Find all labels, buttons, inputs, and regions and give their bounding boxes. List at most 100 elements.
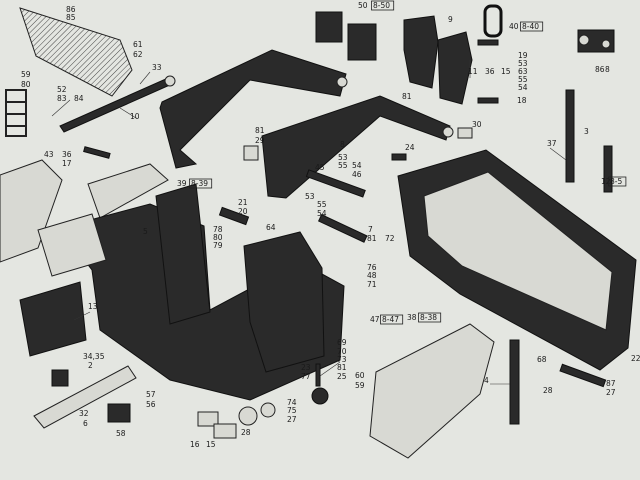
- cylinder-part-45: [305, 169, 366, 198]
- label-box: [608, 176, 627, 187]
- part-label-l70: 70: [337, 347, 347, 356]
- part-label-l48: 48: [367, 271, 377, 280]
- part-label-l60: 60: [355, 371, 365, 380]
- part-label-l24: 24: [405, 143, 415, 152]
- part-label-lb840: 8-40: [522, 22, 539, 31]
- part-label-l81a: 81: [402, 92, 412, 101]
- part-label-l4: 4: [484, 376, 489, 385]
- part-label-l81d: 81: [337, 363, 347, 372]
- chassis-tower-64: [243, 231, 325, 373]
- part-label-l54c: 54: [317, 209, 327, 218]
- washer-part-74: [260, 402, 276, 418]
- part-label-l83: 83: [57, 94, 67, 103]
- part-label-l3435: 34,35: [83, 352, 105, 361]
- part-label-l52: 52: [57, 85, 67, 94]
- part-label-l86: 86: [66, 5, 76, 14]
- pin-part-15: [477, 39, 499, 46]
- frame-pin-eye: [336, 76, 348, 88]
- pin-part-18: [477, 97, 499, 104]
- bolt-part-23: [315, 363, 321, 387]
- bushing-part-15b: [213, 423, 237, 439]
- part-label-lb839: 8-39: [191, 179, 208, 188]
- bushing-part-24: [391, 153, 407, 161]
- part-label-l2: 2: [88, 361, 93, 370]
- part-label-l6: 6: [83, 419, 88, 428]
- part-label-l20: 20: [238, 207, 248, 216]
- mount-part-34: [51, 369, 69, 387]
- part-label-l9: 9: [448, 15, 453, 24]
- lift-frame-upper: [159, 49, 347, 169]
- part-label-l76: 76: [367, 263, 377, 272]
- bracket-part-9: [403, 15, 439, 89]
- plate-part-6: [107, 403, 131, 423]
- part-label-l77: 77: [301, 372, 311, 381]
- pin-part-21: [218, 206, 250, 226]
- part-label-l64: 64: [266, 223, 276, 232]
- part-label-l15: 15: [501, 67, 511, 76]
- part-label-l81b: 81: [255, 126, 265, 135]
- cylinder-part-53: [317, 214, 368, 243]
- part-label-l8: 8: [340, 140, 345, 149]
- plate-part-38: [369, 323, 495, 459]
- part-label-l79: 79: [213, 241, 223, 250]
- part-label-l25: 25: [337, 372, 347, 381]
- frame-pin-eye-2: [442, 126, 454, 138]
- pin-part-36: [83, 146, 111, 159]
- part-label-l68: 68: [537, 355, 547, 364]
- part-label-l59: 59: [21, 70, 31, 79]
- part-label-l55a: 55: [518, 75, 528, 84]
- part-label-l58: 58: [116, 429, 126, 438]
- part-label-l11: 11: [468, 67, 478, 76]
- part-label-l56: 56: [146, 400, 156, 409]
- part-label-l87: 87: [606, 379, 616, 388]
- hydraulic-valve-assembly: [577, 29, 615, 53]
- part-label-l32: 32: [79, 409, 89, 418]
- part-label-l40: 40: [509, 22, 519, 31]
- part-label-l54b: 54: [352, 161, 362, 170]
- cylinder-part-28: [559, 363, 607, 388]
- part-label-l28b: 28: [241, 428, 251, 437]
- cylinder-part-2: [33, 365, 137, 429]
- washer-part-60: [311, 387, 329, 405]
- part-label-l53b: 53: [338, 153, 348, 162]
- part-label-lb8b: 8-5: [610, 177, 622, 186]
- label-box: [520, 21, 544, 32]
- bracket-part-9b: [437, 31, 473, 105]
- bushing-part-29: [243, 145, 259, 161]
- part-label-l38: 38: [407, 313, 417, 322]
- part-label-l81c: 81: [367, 234, 377, 243]
- part-label-l85: 85: [66, 13, 76, 22]
- part-label-l78: 78: [213, 225, 223, 234]
- part-label-l29: 29: [255, 136, 265, 145]
- part-label-l62: 62: [133, 50, 143, 59]
- ladder-part-59: [5, 89, 27, 137]
- part-label-l39: 39: [177, 179, 187, 188]
- part-label-l5: 5: [143, 227, 148, 236]
- part-label-l74: 74: [287, 398, 297, 407]
- part-label-l80b: 80: [213, 233, 223, 242]
- part-label-l28a: 28: [543, 386, 553, 395]
- part-label-l15b: 15: [206, 440, 216, 449]
- part-label-lb8: 8: [605, 65, 610, 74]
- bushing-part-16: [197, 411, 219, 427]
- part-label-l43: 43: [44, 150, 54, 159]
- strut-part-3: [565, 89, 575, 183]
- part-label-l3: 3: [584, 127, 589, 136]
- label-box: [189, 178, 213, 189]
- part-label-l63: 63: [518, 67, 528, 76]
- plate-part-86: [19, 7, 133, 97]
- part-label-l50: 50: [358, 1, 368, 10]
- part-label-l86b: 86: [595, 65, 605, 74]
- part-label-l30: 30: [472, 120, 482, 129]
- part-label-l36a: 36: [62, 150, 72, 159]
- part-label-l13: 13: [88, 302, 98, 311]
- part-label-l59b: 59: [355, 381, 365, 390]
- part-label-lb838: 8-38: [420, 313, 437, 322]
- part-label-l45: 45: [315, 163, 325, 172]
- clip-part-12: [603, 145, 613, 193]
- bushing-part-30: [457, 127, 473, 139]
- part-label-l21: 21: [238, 198, 248, 207]
- part-label-l47: 47: [370, 315, 380, 324]
- part-label-l72: 72: [385, 234, 395, 243]
- part-label-l12: 12: [601, 177, 611, 186]
